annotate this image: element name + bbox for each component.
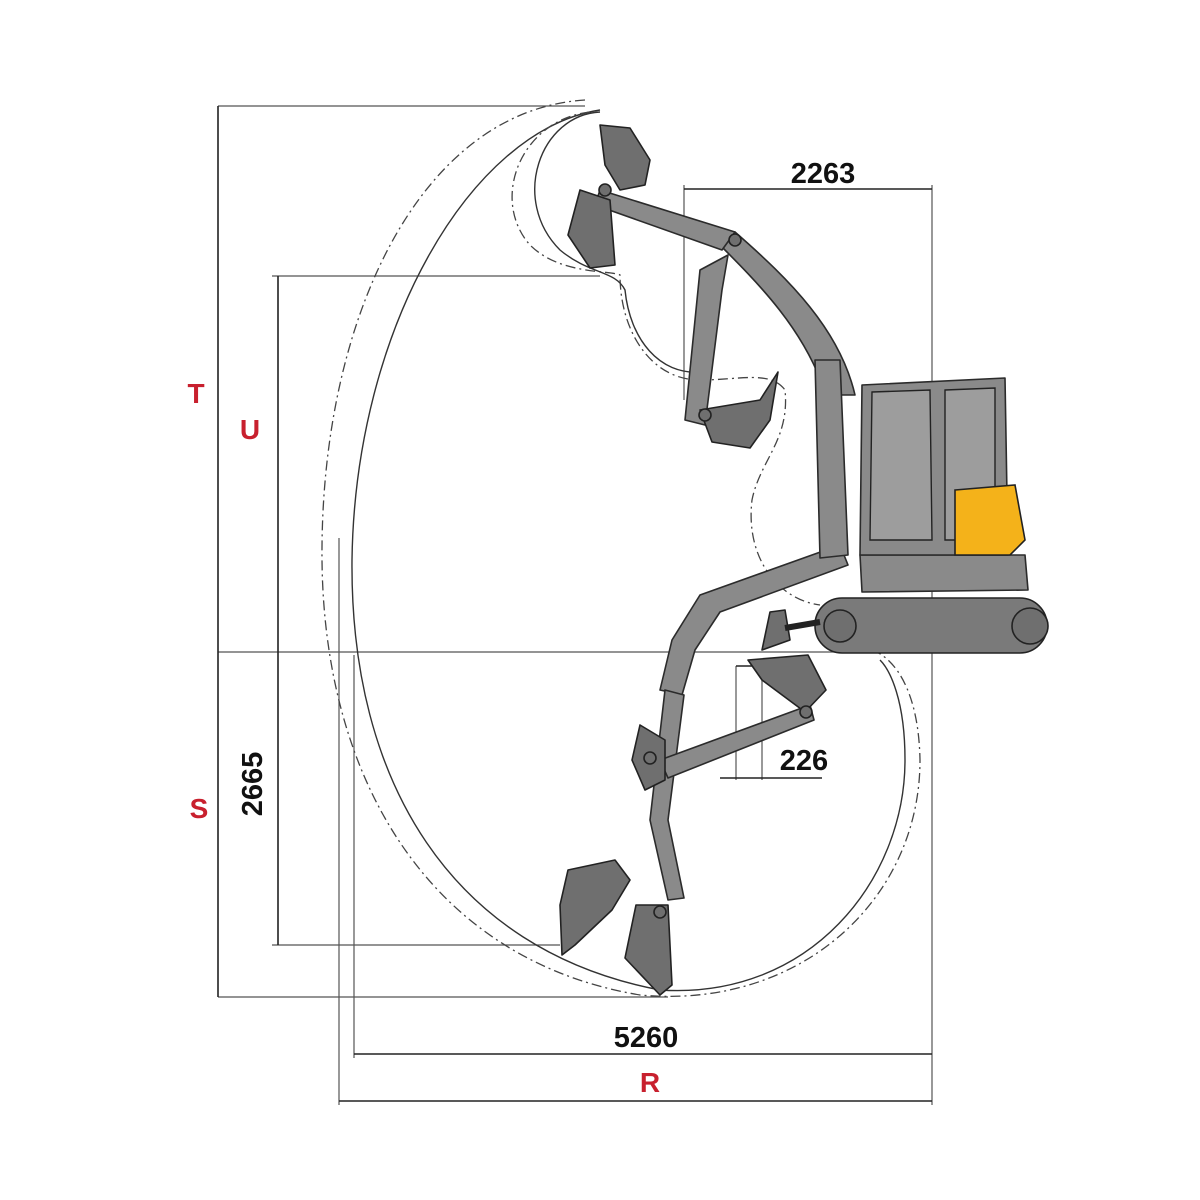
excavator-machine <box>761 359 1049 654</box>
engine-cover <box>954 484 1026 556</box>
cab-window-front <box>869 389 933 541</box>
dimension-letter-r: R <box>640 1067 660 1098</box>
dimension-2665: 2665 <box>237 752 269 817</box>
dimension-labels: 2263 5260 226 2665 T U S R <box>187 158 855 1098</box>
boom-lowered <box>559 544 849 996</box>
dimension-5260: 5260 <box>614 1022 679 1054</box>
dimension-letter-t: T <box>187 378 204 409</box>
dimension-arrows <box>217 106 932 1102</box>
dimension-letter-s: S <box>190 793 209 824</box>
dimension-letter-u: U <box>240 414 260 445</box>
upper-structure <box>859 554 1029 593</box>
dimension-226: 226 <box>780 745 828 777</box>
dimension-2263: 2263 <box>791 158 856 190</box>
reach-envelope-outer <box>321 99 921 997</box>
reach-envelope-inner <box>351 109 906 992</box>
boom-raised <box>567 124 856 449</box>
bucket-tip-path <box>511 111 821 606</box>
dozer-blade <box>761 609 791 651</box>
